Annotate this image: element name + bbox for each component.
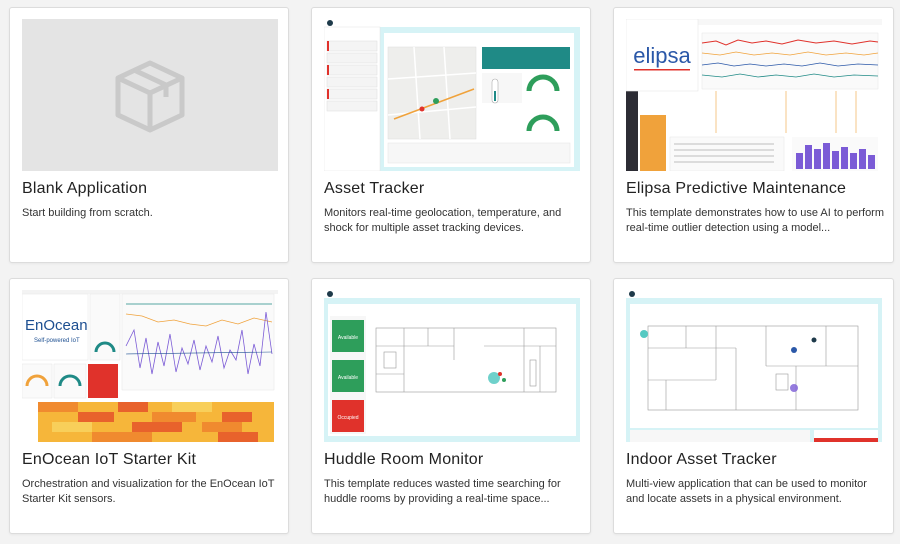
card-title: Elipsa Predictive Maintenance bbox=[626, 180, 847, 197]
card-title: Huddle Room Monitor bbox=[324, 451, 484, 468]
card-description: Monitors real-time geolocation, temperat… bbox=[324, 207, 562, 234]
room-status-3: Occupied bbox=[337, 415, 358, 421]
floorplan bbox=[375, 327, 557, 393]
template-thumbnail bbox=[22, 19, 278, 171]
enocean-logo: EnOcean bbox=[25, 317, 88, 334]
box-icon bbox=[115, 60, 185, 133]
template-card-asset-tracker[interactable]: Asset Tracker Monitors real-time geoloca… bbox=[311, 7, 591, 263]
template-card-blank-application[interactable]: Blank Application Start building from sc… bbox=[9, 7, 289, 263]
card-title: Asset Tracker bbox=[324, 180, 425, 197]
elipsa-logo: elipsa bbox=[633, 43, 691, 68]
card-title: Indoor Asset Tracker bbox=[626, 451, 777, 468]
blank-thumbnail bbox=[22, 19, 278, 171]
template-thumbnail: EnOcean Self-powered IoT bbox=[22, 290, 278, 442]
enocean-thumbnail: EnOcean Self-powered IoT bbox=[22, 290, 278, 442]
room-status-2: Available bbox=[338, 375, 358, 381]
card-description: This template reduces wasted time search… bbox=[324, 478, 561, 505]
indoor-asset-tracker-thumbnail bbox=[626, 290, 882, 442]
template-thumbnail bbox=[626, 290, 882, 442]
template-thumbnail: elipsa bbox=[626, 19, 882, 171]
template-card-elipsa-predictive-maintenance[interactable]: elipsa Elipsa Predictive Maintenan bbox=[613, 7, 894, 263]
heatmap bbox=[38, 402, 274, 442]
indoor-floorplan bbox=[647, 325, 859, 411]
template-card-indoor-asset-tracker[interactable]: Indoor Asset Tracker Multi-view applicat… bbox=[613, 278, 894, 534]
card-description: Orchestration and visualization for the … bbox=[22, 478, 275, 505]
card-description: Start building from scratch. bbox=[22, 207, 153, 219]
template-card-enocean-iot-starter-kit[interactable]: EnOcean Self-powered IoT bbox=[9, 278, 289, 534]
enocean-tagline: Self-powered IoT bbox=[34, 338, 80, 344]
template-thumbnail bbox=[324, 19, 580, 171]
card-title: Blank Application bbox=[22, 180, 148, 197]
template-thumbnail: Available Available Occupied bbox=[324, 290, 580, 442]
elipsa-thumbnail: elipsa bbox=[626, 19, 882, 171]
template-grid: Blank Application Start building from sc… bbox=[9, 7, 894, 534]
card-description: This template demonstrates how to use AI… bbox=[626, 207, 885, 234]
template-card-huddle-room-monitor[interactable]: Available Available Occupied Huddle Roo bbox=[311, 278, 591, 534]
card-title: EnOcean IoT Starter Kit bbox=[22, 451, 197, 468]
room-status-1: Available bbox=[338, 335, 358, 341]
huddle-room-thumbnail: Available Available Occupied bbox=[324, 290, 580, 442]
asset-tracker-thumbnail bbox=[324, 19, 580, 171]
card-description: Multi-view application that can be used … bbox=[626, 478, 867, 505]
